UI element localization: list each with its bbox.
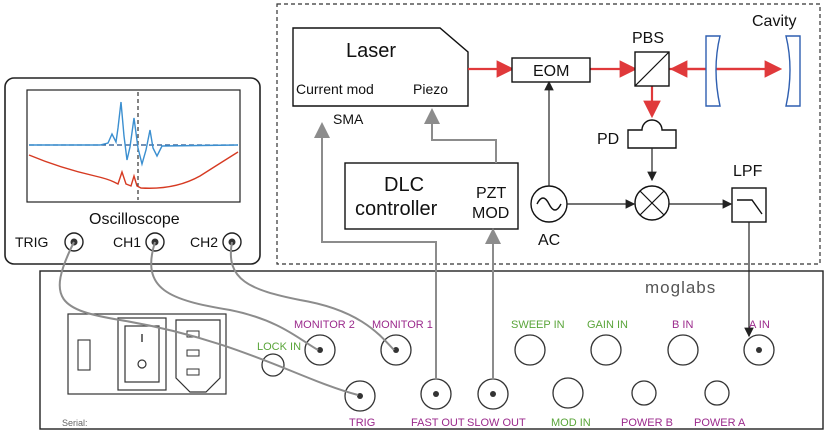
sweep-in-label: SWEEP IN bbox=[511, 319, 565, 331]
scope-ch1-label: CH1 bbox=[113, 234, 141, 250]
optics-enclosure bbox=[276, 3, 821, 265]
dlc-mod-label: MOD bbox=[472, 205, 509, 222]
serial-label: Serial: bbox=[62, 418, 88, 428]
mod-in-label: MOD IN bbox=[551, 417, 591, 429]
lpf-box bbox=[731, 187, 767, 223]
scope-ch2-label: CH2 bbox=[190, 234, 218, 250]
slow-out-connector[interactable] bbox=[477, 378, 509, 410]
mixer-cross-b bbox=[639, 190, 665, 216]
b-in-connector[interactable] bbox=[667, 334, 699, 366]
dlc-pzt-label: PZT bbox=[476, 185, 506, 202]
cavity-label: Cavity bbox=[752, 13, 796, 30]
eom-label: EOM bbox=[533, 63, 569, 80]
pd-detector bbox=[627, 119, 677, 149]
ac-label: AC bbox=[538, 232, 560, 249]
scope-trig-label: TRIG bbox=[15, 234, 48, 250]
cavity-mirror-left bbox=[705, 35, 721, 107]
pbs-splitter-line bbox=[634, 51, 670, 87]
dlc-label-line2: controller bbox=[355, 198, 438, 220]
cavity-mirror-right bbox=[785, 35, 801, 107]
laser-piezo-label: Piezo bbox=[413, 81, 448, 97]
gain-in-label: GAIN IN bbox=[587, 319, 628, 331]
a-in-connector[interactable] bbox=[743, 334, 775, 366]
iec-pin-mid bbox=[186, 349, 200, 357]
switch-off-mark bbox=[137, 359, 147, 369]
iec-pin-bottom bbox=[186, 368, 200, 376]
a-in-label: A IN bbox=[749, 319, 770, 331]
lock-in-label: LOCK IN bbox=[257, 341, 301, 353]
power-a-connector[interactable] bbox=[704, 380, 730, 406]
b-in-label: B IN bbox=[672, 319, 693, 331]
power-b-connector[interactable] bbox=[631, 380, 657, 406]
pd-label: PD bbox=[597, 131, 619, 148]
laser-box bbox=[292, 27, 469, 107]
cable-fast-out bbox=[314, 122, 437, 380]
trig-out-connector[interactable] bbox=[344, 380, 376, 412]
brand-logo: moglabs bbox=[645, 278, 716, 297]
gain-in-connector[interactable] bbox=[590, 334, 622, 366]
fuse-holder bbox=[77, 339, 91, 371]
sweep-in-connector[interactable] bbox=[514, 334, 546, 366]
scope-ch2-trace bbox=[28, 151, 239, 189]
sine-icon bbox=[536, 197, 562, 211]
monitor1-label: MONITOR 1 bbox=[372, 319, 433, 331]
lock-in-connector[interactable] bbox=[261, 353, 285, 377]
cable-ch2 bbox=[229, 241, 395, 351]
fast-out-label: FAST OUT bbox=[411, 417, 465, 429]
dlc-controller-box bbox=[344, 162, 519, 230]
fast-out-connector[interactable] bbox=[420, 378, 452, 410]
pbs-label: PBS bbox=[632, 30, 664, 47]
dlc-label-line1: DLC bbox=[384, 174, 424, 196]
lpf-label: LPF bbox=[733, 163, 763, 180]
scope-ch1-trace bbox=[29, 101, 239, 167]
sma-label: SMA bbox=[333, 111, 364, 127]
monitor2-connector[interactable] bbox=[304, 334, 336, 366]
lowpass-icon bbox=[737, 199, 763, 215]
trig-out-label: TRIG bbox=[349, 417, 375, 429]
monitor1-connector[interactable] bbox=[380, 334, 412, 366]
cable-dlc-to-piezo bbox=[424, 108, 497, 163]
cable-trig bbox=[58, 241, 359, 396]
laser-current-mod-label: Current mod bbox=[296, 81, 374, 97]
laser-title: Laser bbox=[346, 40, 396, 62]
slow-out-label: SLOW OUT bbox=[467, 417, 526, 429]
mod-in-connector[interactable] bbox=[552, 377, 584, 409]
power-a-label: POWER A bbox=[694, 417, 746, 429]
oscilloscope-title: Oscilloscope bbox=[89, 211, 180, 228]
cable-ch1 bbox=[150, 241, 319, 351]
monitor2-label: MONITOR 2 bbox=[294, 319, 355, 331]
power-b-label: POWER B bbox=[621, 417, 673, 429]
